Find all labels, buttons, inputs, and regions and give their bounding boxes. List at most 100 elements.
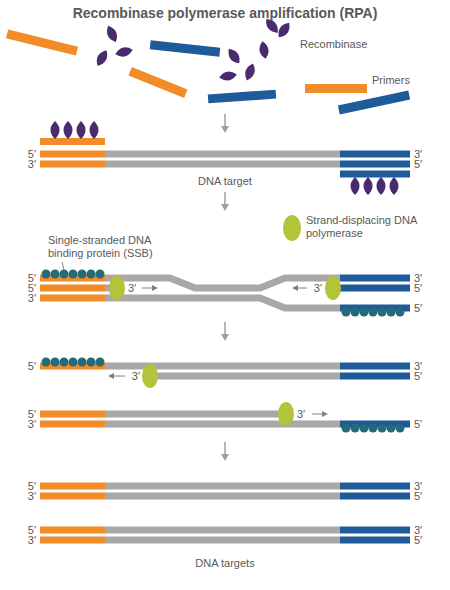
direction-arrow-head	[292, 285, 298, 291]
ssb-protein	[369, 424, 378, 433]
strand-primer-region	[40, 161, 105, 168]
ssb-protein	[351, 308, 360, 317]
strand-primer-region	[340, 275, 410, 282]
direction-arrow-head	[108, 373, 114, 379]
stage-label: DNA target	[198, 175, 252, 188]
direction-arrow	[297, 288, 307, 289]
displaced-strand	[105, 298, 340, 308]
recombinase-shape	[377, 177, 386, 195]
recombinase-shape	[104, 24, 120, 44]
ssb-protein	[96, 270, 105, 279]
strand-primer-region	[340, 493, 410, 500]
primer-bar	[40, 138, 105, 145]
ssb-protein	[78, 358, 87, 367]
ssb-group	[342, 424, 405, 433]
ssb-protein	[60, 358, 69, 367]
strand-target-region	[105, 483, 340, 490]
strand-end-label: 3′	[28, 418, 36, 431]
displaced-strand	[105, 278, 340, 288]
ssb-protein	[87, 270, 96, 279]
strand-primer-region	[340, 161, 410, 168]
ssb-protein	[78, 270, 87, 279]
ssb-group	[42, 270, 405, 317]
ssb-protein	[396, 308, 405, 317]
ssb-protein	[360, 424, 369, 433]
strand-primer-region	[40, 493, 105, 500]
key-label: Single-stranded DNA binding protein (SSB…	[48, 234, 176, 260]
ssb-protein	[342, 308, 351, 317]
ssb-protein	[342, 424, 351, 433]
strand-end-label: 3′	[132, 370, 140, 383]
strand-primer-region	[40, 285, 105, 292]
strand-end-label: 3′	[314, 282, 322, 295]
strand-primer-region	[40, 411, 105, 418]
primer-bar	[208, 90, 276, 104]
strand-end-label: 3′	[128, 282, 136, 295]
recombinase-shape	[114, 45, 134, 58]
strand-primer-region	[40, 295, 105, 302]
strand-end-label: 3′	[28, 534, 36, 547]
ssb-protein	[69, 270, 78, 279]
primer-bar	[340, 171, 410, 178]
ssb-protein	[351, 424, 360, 433]
recombinase-shape	[364, 177, 373, 195]
ssb-protein	[387, 424, 396, 433]
ssb-group	[42, 358, 105, 367]
strand-end-label: 3′	[28, 158, 36, 171]
strand-target-region	[105, 151, 340, 158]
recombinase-shape	[94, 48, 111, 68]
recombinase-shape	[64, 121, 73, 139]
step-arrow	[224, 442, 226, 455]
strand-target-region	[105, 493, 340, 500]
direction-arrow-head	[322, 411, 328, 417]
ssb-protein	[42, 270, 51, 279]
strand-primer-region	[40, 537, 105, 544]
ssb-protein	[42, 358, 51, 367]
ssb-protein	[69, 358, 78, 367]
primer-bar	[338, 91, 410, 115]
recombinase-shape	[51, 121, 60, 139]
step-arrow-head	[221, 334, 229, 341]
ssb-protein	[51, 358, 60, 367]
strand-end-label: 5′	[414, 534, 422, 547]
step-arrow-head	[221, 126, 229, 133]
recombinase-shape	[258, 40, 270, 59]
ssb-protein	[369, 308, 378, 317]
ssb-protein	[87, 358, 96, 367]
stage-label: DNA targets	[195, 557, 254, 570]
primer-bar	[128, 67, 187, 98]
strand-target-region	[105, 527, 340, 534]
strand-end-label: 5′	[414, 158, 422, 171]
strand-target-region	[105, 363, 340, 370]
strand-end-label: 3′	[28, 292, 36, 305]
strand-primer-region	[40, 151, 105, 158]
ssb-protein	[378, 308, 387, 317]
strand-primer-region	[340, 483, 410, 490]
step-arrow	[224, 322, 226, 335]
recombinase-shape	[243, 62, 258, 82]
new-strand	[150, 373, 340, 380]
strand-target-region	[105, 421, 340, 428]
recombinase-shape	[351, 177, 360, 195]
strand-primer-region	[340, 363, 410, 370]
recombinase-shape	[77, 121, 86, 139]
strand-target-region	[105, 537, 340, 544]
polymerase-symbol	[109, 276, 125, 300]
key-label: Strand-displacing DNA polymerase	[306, 214, 418, 240]
strand-end-label: 5′	[414, 418, 422, 431]
strand-primer-region	[40, 527, 105, 534]
primer-bar	[6, 29, 78, 55]
step-arrow-head	[221, 204, 229, 211]
component-label: Recombinase	[300, 38, 367, 51]
strand-primer-region	[40, 421, 105, 428]
step-arrow	[224, 192, 226, 205]
ssb-protein	[360, 308, 369, 317]
polymerase-symbol	[142, 364, 158, 388]
recombinase-shape	[218, 70, 237, 82]
strand-end-label: 3′	[28, 490, 36, 503]
polymerase-symbol	[283, 215, 301, 241]
strand-end-label: 5′	[414, 302, 422, 315]
strand-primer-region	[340, 527, 410, 534]
strand-primer-region	[340, 151, 410, 158]
strand-primer-region	[340, 537, 410, 544]
